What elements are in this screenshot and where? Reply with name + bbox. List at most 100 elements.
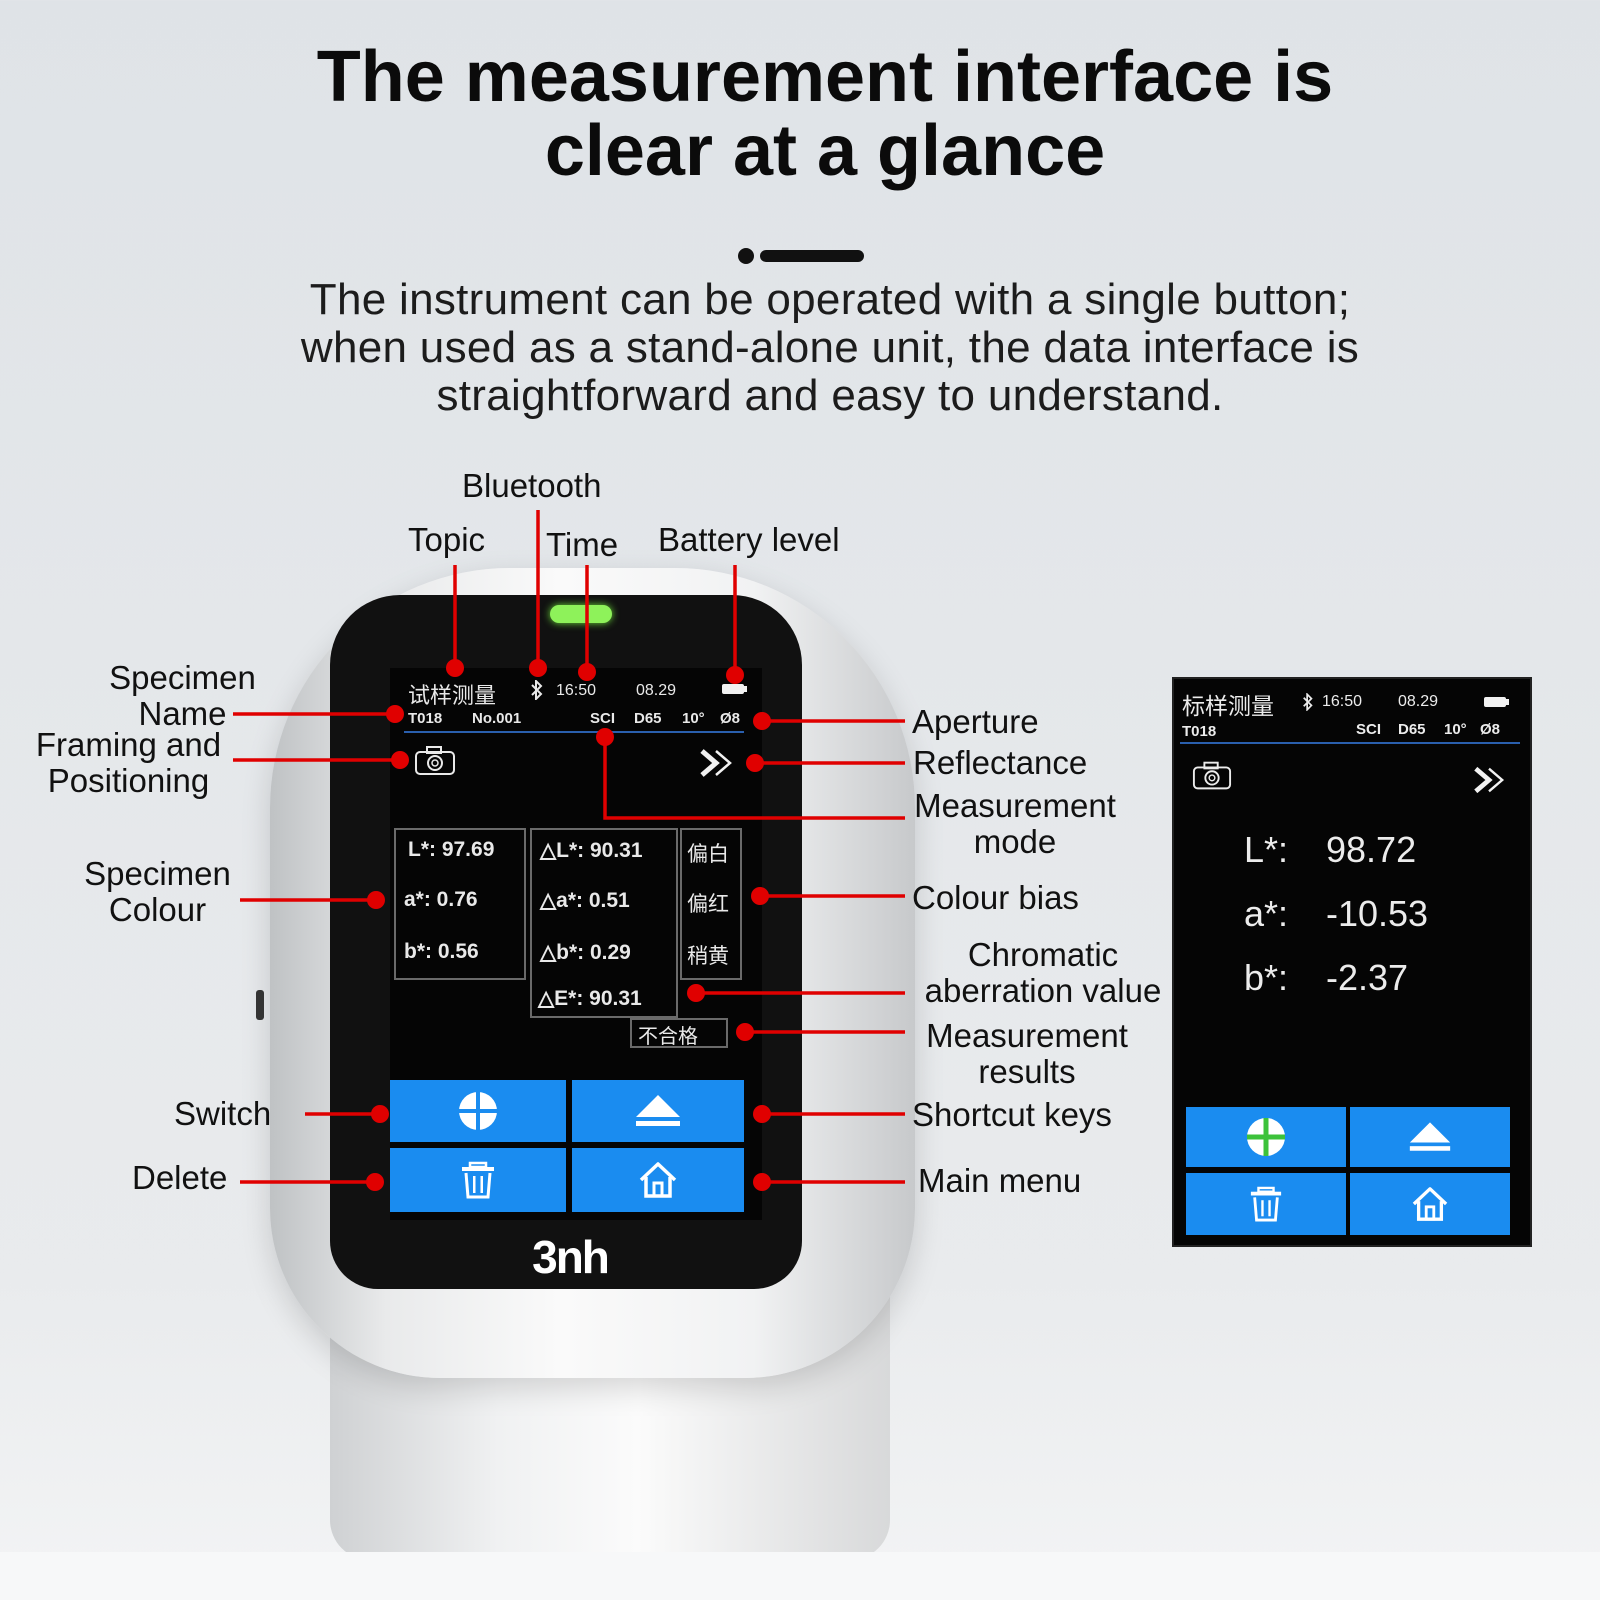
label-chromatic: Chromatic aberration value [912,937,1174,1009]
screen-time: 16:50 [556,682,597,699]
home-icon [639,1162,677,1198]
panel-illuminant: D65 [1398,721,1426,738]
illuminant: D65 [634,710,662,727]
label-measurement-mode-1: Measurement [914,787,1116,824]
label-switch: Switch [174,1095,272,1132]
label-chromatic-2: aberration value [924,972,1162,1009]
headline-line-2: clear at a glance [544,111,1106,191]
panel-crosshair-icon [1247,1118,1285,1156]
panel-bluetooth-icon [1303,693,1313,711]
panel-aperture-size: Ø8 [1480,721,1501,738]
panel-trash-icon [1250,1186,1282,1222]
panel-next-arrow-icon[interactable] [1472,765,1506,795]
subtitle-line-1: The instrument can be operated with a si… [309,275,1351,324]
label-framing-2: Positioning [47,762,210,799]
panel-eject-icon [1409,1122,1451,1151]
panel-time: 16:50 [1322,693,1363,710]
colour-bias-box [680,828,742,980]
side-button[interactable] [256,990,264,1020]
label-aperture: Aperture [912,703,1039,740]
screen-title: 试样测量 [408,684,497,709]
main-menu-button[interactable] [572,1148,744,1212]
panel-L-label: L*: [1244,829,1289,870]
label-time: Time [546,526,619,563]
screen-date: 08.29 [636,682,677,699]
panel-specimen-name: T018 [1182,723,1217,740]
panel-a-label: a*: [1244,893,1289,934]
switch-button[interactable] [390,1080,566,1142]
chromatic-aberration-box [530,828,678,1018]
decorative-bar [760,250,864,262]
reference-screen-panel: 标样测量 16:50 08.29 T018 SCI D65 10° Ø8 L*:… [1172,677,1532,1247]
panel-info-divider [1180,742,1520,744]
measurement-result: 不合格 [638,1024,698,1048]
panel-measurement-mode: SCI [1356,721,1382,738]
specimen-a: a*: 0.76 [404,888,478,911]
label-main-menu: Main menu [918,1162,1082,1199]
panel-battery-icon [1484,697,1506,707]
shortcut-button[interactable] [572,1080,744,1142]
panel-b-label: b*: [1244,957,1289,998]
panel-switch-button[interactable] [1186,1107,1346,1167]
panel-a-value: -10.53 [1326,893,1429,934]
panel-date: 08.29 [1398,693,1439,710]
brand-logo: 3nh [532,1231,610,1283]
panel-home-icon [1412,1187,1448,1221]
trash-icon [462,1161,494,1199]
label-bluetooth: Bluetooth [462,467,602,504]
label-shortcut-keys: Shortcut keys [912,1096,1112,1133]
decorative-dot [738,248,754,264]
measurement-mode: SCI [590,710,616,727]
battery-tip [744,686,747,692]
subtitle: The instrument can be operated with a si… [200,276,1460,420]
delete-button[interactable] [390,1148,566,1212]
label-specimen-name-1: Specimen [109,659,256,696]
label-chromatic-1: Chromatic [967,936,1119,973]
panel-shortcut-button[interactable] [1350,1107,1510,1167]
panel-camera-icon[interactable] [1192,761,1232,791]
panel-b-value: -2.37 [1326,957,1409,998]
specimen-L: L*: 97.69 [408,838,495,861]
subtitle-line-2: when used as a stand-alone unit, the dat… [300,323,1360,372]
delta-a: △a*: 0.51 [540,889,630,912]
label-colour-bias: Colour bias [912,879,1079,916]
label-reflectance: Reflectance [913,744,1088,781]
label-measurement-mode-2: mode [973,823,1057,860]
label-measurement-results-2: results [978,1053,1076,1090]
crosshair-icon [459,1092,497,1130]
bottom-band [0,1552,1600,1600]
headline: The measurement interface is clear at a … [0,40,1600,188]
specimen-b: b*: 0.56 [404,940,479,963]
camera-icon[interactable] [414,746,456,776]
specimen-number: No.001 [472,710,522,727]
device-screen: 试样测量 16:50 08.29 T018 No.001 SCI D65 10°… [390,668,762,1220]
panel-battery-tip [1506,699,1509,705]
panel-title: 标样测量 [1182,694,1274,720]
label-specimen-name: Specimen Name [95,660,270,732]
status-led [550,605,612,623]
label-topic: Topic [408,521,486,558]
label-battery: Battery level [658,521,840,558]
label-framing-1: Framing and [35,726,222,763]
next-arrow-icon[interactable] [698,748,734,778]
eject-icon [636,1095,680,1126]
label-measurement-results-1: Measurement [926,1017,1128,1054]
label-specimen-colour: Specimen Colour [70,856,245,928]
panel-main-menu-button[interactable] [1350,1173,1510,1235]
delta-L: △L*: 90.31 [540,839,643,862]
label-specimen-colour-1: Specimen [84,855,231,892]
delta-E: △E*: 90.31 [538,987,642,1010]
info-divider [404,731,744,733]
aperture-size: Ø8 [720,710,741,727]
specimen-colour-box [394,828,526,980]
label-measurement-mode: Measurement mode [905,788,1125,860]
measurement-result-box [630,1018,728,1048]
delta-b: △b*: 0.29 [540,941,631,964]
observer-angle: 10° [682,710,705,727]
bias-2: 偏红 [687,892,729,916]
subtitle-line-3: straightforward and easy to understand. [436,371,1224,420]
headline-line-1: The measurement interface is [316,37,1334,117]
label-specimen-name-2: Name [138,695,227,732]
panel-delete-button[interactable] [1186,1173,1346,1235]
